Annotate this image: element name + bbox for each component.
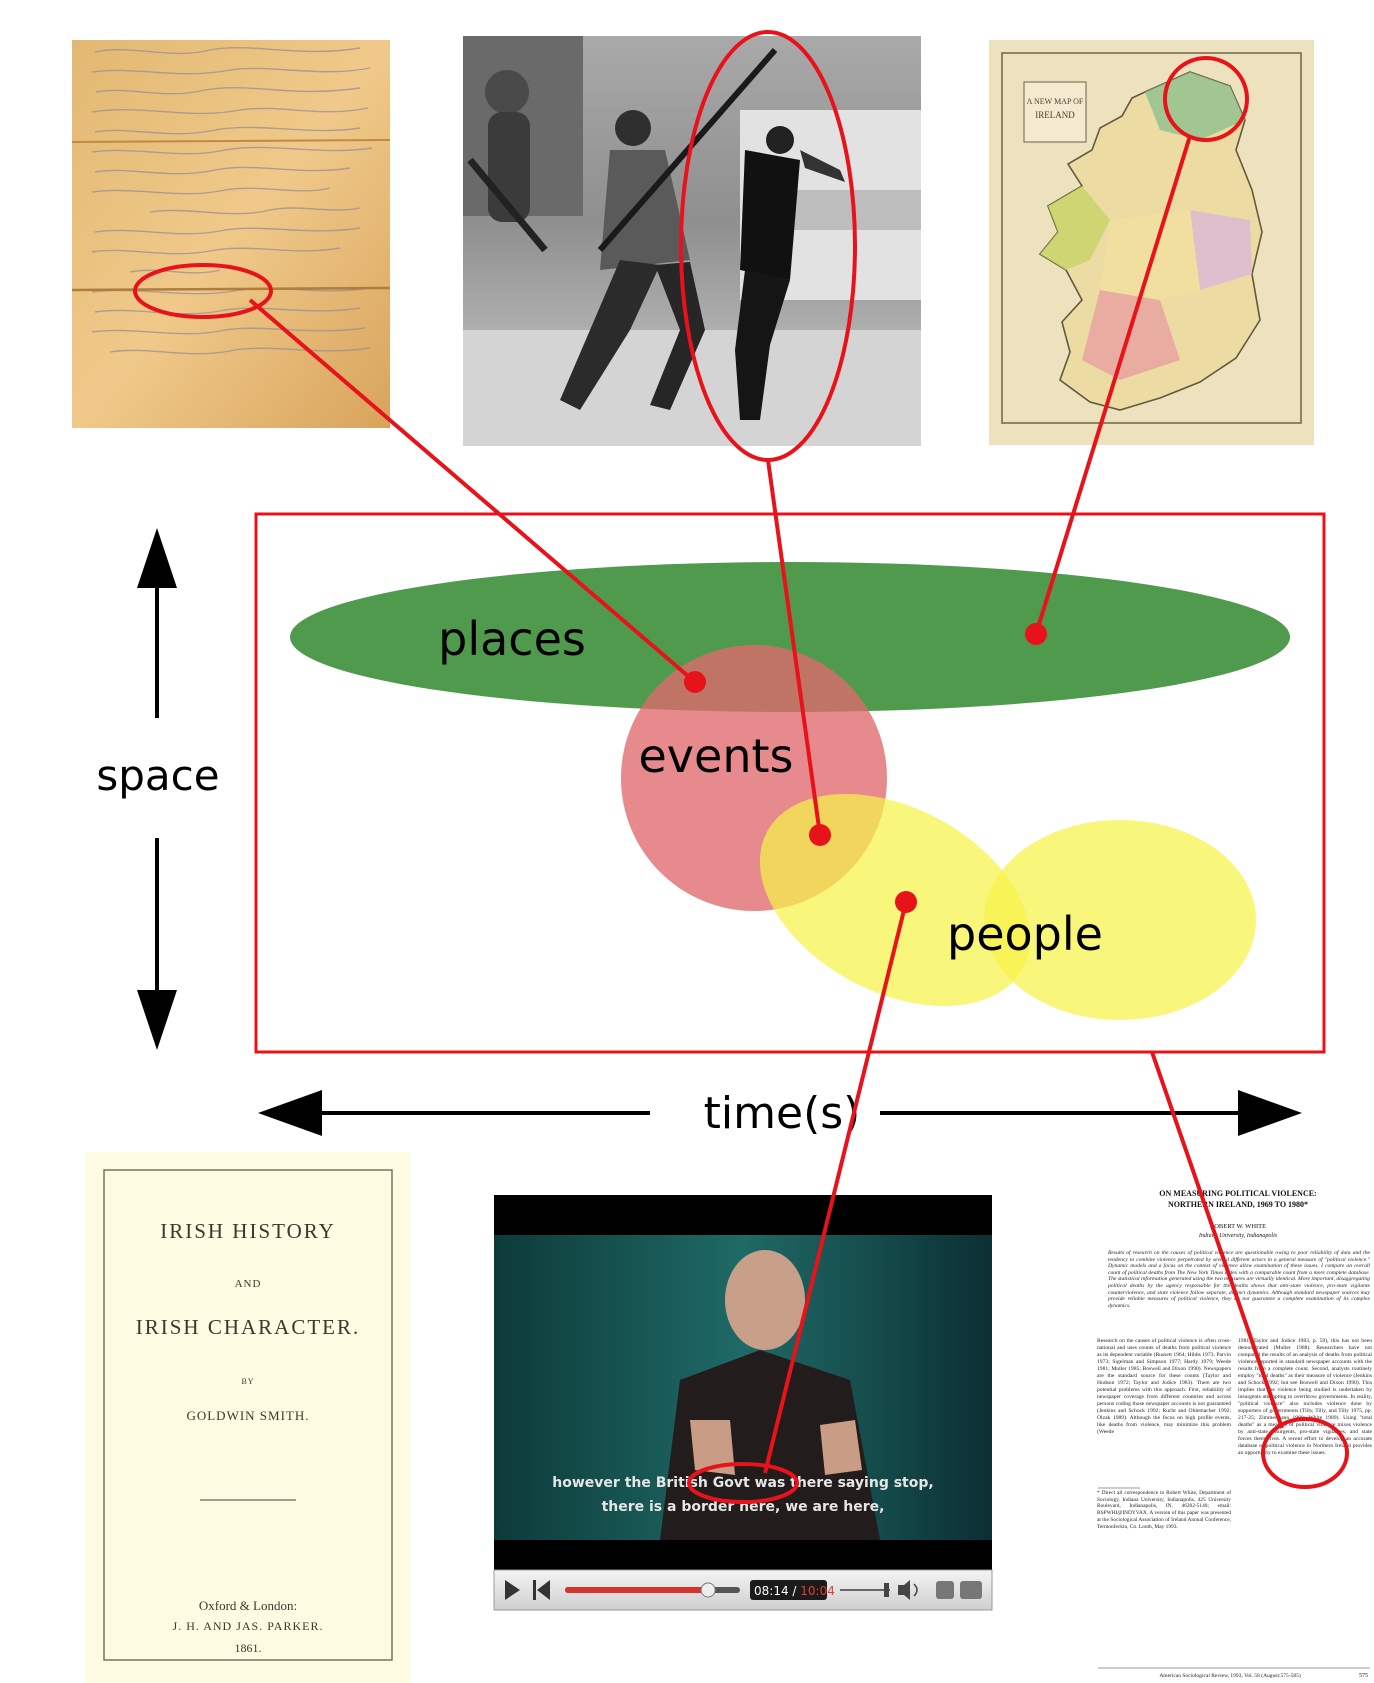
video-progress-fill xyxy=(565,1587,709,1593)
people-ellipse-2 xyxy=(984,820,1256,1020)
map-highlight-circle xyxy=(1163,56,1249,142)
video-subtitle-line-1: however the British Govt was there sayin… xyxy=(552,1475,933,1491)
historical-photo-icon xyxy=(463,36,921,446)
events-places-dot xyxy=(684,671,706,693)
svg-text:08:14 / 10:04: 08:14 / 10:04 xyxy=(754,1584,835,1598)
paper-title-line-1: ON MEASURING POLITICAL VIOLENCE: xyxy=(1159,1189,1316,1198)
book-publisher: J. H. AND JAS. PARKER. xyxy=(173,1619,324,1633)
map-title-line-1: A NEW MAP OF xyxy=(1027,97,1084,106)
paper-column-1: Research on the causes of political viol… xyxy=(1097,1338,1231,1435)
diagram-frame xyxy=(254,512,1326,1054)
book-author: GOLDWIN SMITH. xyxy=(186,1408,309,1423)
photo-connector-line xyxy=(766,459,822,836)
space-arrowhead-up xyxy=(137,528,177,588)
book-by: BY xyxy=(241,1377,254,1386)
paper-journal: American Sociological Review, 1993, Vol.… xyxy=(1159,1672,1301,1679)
people-ellipse-1 xyxy=(759,794,1031,1006)
places-dot xyxy=(1025,623,1047,645)
video-time-total: 10:04 xyxy=(800,1584,835,1598)
skip-back-icon[interactable] xyxy=(533,1580,550,1600)
video-connector-line xyxy=(763,901,908,1474)
space-label: space xyxy=(96,751,219,800)
time-arrowhead-left xyxy=(258,1090,322,1136)
paper-page-number: 575 xyxy=(1359,1673,1368,1679)
book-year: 1861. xyxy=(235,1641,262,1655)
events-label: events xyxy=(639,729,794,783)
book-title-line-1: IRISH HISTORY xyxy=(160,1219,336,1243)
paper-title-line-2: NORTHERN IRELAND, 1969 TO 1980* xyxy=(1168,1200,1308,1209)
paper-highlight-circle xyxy=(1261,1417,1349,1489)
book-title-and: AND xyxy=(235,1278,262,1290)
play-icon[interactable] xyxy=(505,1580,520,1600)
journal-paper: ON MEASURING POLITICAL VIOLENCE: NORTHER… xyxy=(1094,1182,1374,1683)
book-place: Oxford & London: xyxy=(199,1598,297,1613)
paper-connector-line xyxy=(1150,1051,1284,1429)
space-arrowhead-down xyxy=(137,990,177,1050)
letter-highlight-circle xyxy=(133,263,273,319)
video-subtitle-line-2: there is a border here, we are here, xyxy=(602,1499,885,1515)
volume-icon[interactable] xyxy=(898,1580,918,1600)
people-label: people xyxy=(947,907,1103,961)
places-label: places xyxy=(438,612,586,666)
video-time-box xyxy=(750,1580,827,1600)
map-connector-line xyxy=(1034,135,1192,635)
time-label: time(s) xyxy=(704,1088,861,1139)
map-title-line-2: IRELAND xyxy=(1035,110,1075,120)
paper-footnote: * Direct all correspondence to Robert Wh… xyxy=(1097,1490,1231,1530)
popout-icon[interactable] xyxy=(936,1581,954,1599)
book-title-line-2: IRISH CHARACTER. xyxy=(136,1315,361,1339)
fullscreen-icon[interactable] xyxy=(960,1581,982,1599)
handwritten-letter-icon xyxy=(71,40,391,428)
book-title-page: IRISH HISTORY AND IRISH CHARACTER. BY GO… xyxy=(86,1152,410,1683)
people-dot xyxy=(895,891,917,913)
ireland-map-icon: A NEW MAP OF IRELAND xyxy=(989,40,1314,445)
events-people-dot xyxy=(809,824,831,846)
video-time-elapsed: 08:14 xyxy=(754,1584,789,1598)
paper-affiliation: Indiana University, Indianapolis xyxy=(1198,1233,1278,1239)
places-ellipse xyxy=(290,562,1290,712)
paper-author: ROBERT W. WHITE xyxy=(1210,1223,1266,1230)
video-highlight-circle xyxy=(687,1462,799,1504)
letter-connector-line xyxy=(248,298,697,684)
video-player: however the British Govt was there sayin… xyxy=(493,1195,993,1611)
time-arrowhead-right xyxy=(1238,1090,1302,1136)
video-scrub-handle[interactable] xyxy=(700,1582,716,1598)
